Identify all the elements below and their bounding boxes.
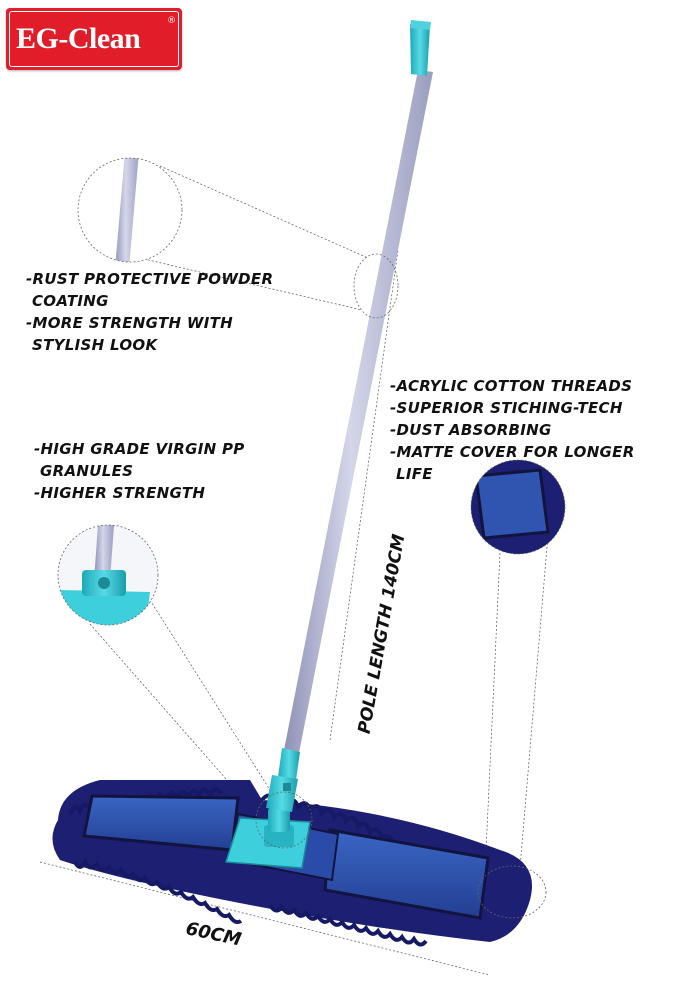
callout-line: -MATTE COVER FOR LONGER: [390, 443, 635, 461]
clip-callout: -HIGH GRADE VIRGIN PP GRANULES -HIGHER S…: [34, 438, 245, 504]
callout-line: GRANULES: [40, 462, 134, 480]
mop-pole: [266, 20, 433, 812]
mop-pad-callout: -ACRYLIC COTTON THREADS -SUPERIOR STICHI…: [390, 375, 635, 485]
pole-zoom-circle: [77, 157, 399, 319]
callout-line: -ACRYLIC COTTON THREADS: [390, 377, 633, 395]
callout-line: -HIGH GRADE VIRGIN PP: [34, 440, 245, 458]
registered-mark: ®: [167, 16, 176, 26]
callout-line: COATING: [32, 292, 109, 310]
clip-zoom-circle: [57, 524, 313, 849]
logo-border: [9, 11, 179, 67]
callout-line: -DUST ABSORBING: [390, 421, 552, 439]
callout-line: LIFE: [396, 465, 433, 483]
callout-line: -SUPERIOR STICHING-TECH: [390, 399, 623, 417]
brand-logo: EG-Clean ®: [6, 8, 182, 70]
callout-line: -RUST PROTECTIVE POWDER: [26, 270, 274, 288]
callout-line: STYLISH LOOK: [32, 336, 158, 354]
logo-wordmark: EG-Clean: [16, 22, 141, 55]
callout-line: -MORE STRENGTH WITH: [26, 314, 233, 332]
callout-line: -HIGHER STRENGTH: [34, 484, 206, 502]
pad-zoom-circle: [470, 459, 566, 919]
pole-callout: -RUST PROTECTIVE POWDER COATING -MORE ST…: [26, 268, 273, 356]
